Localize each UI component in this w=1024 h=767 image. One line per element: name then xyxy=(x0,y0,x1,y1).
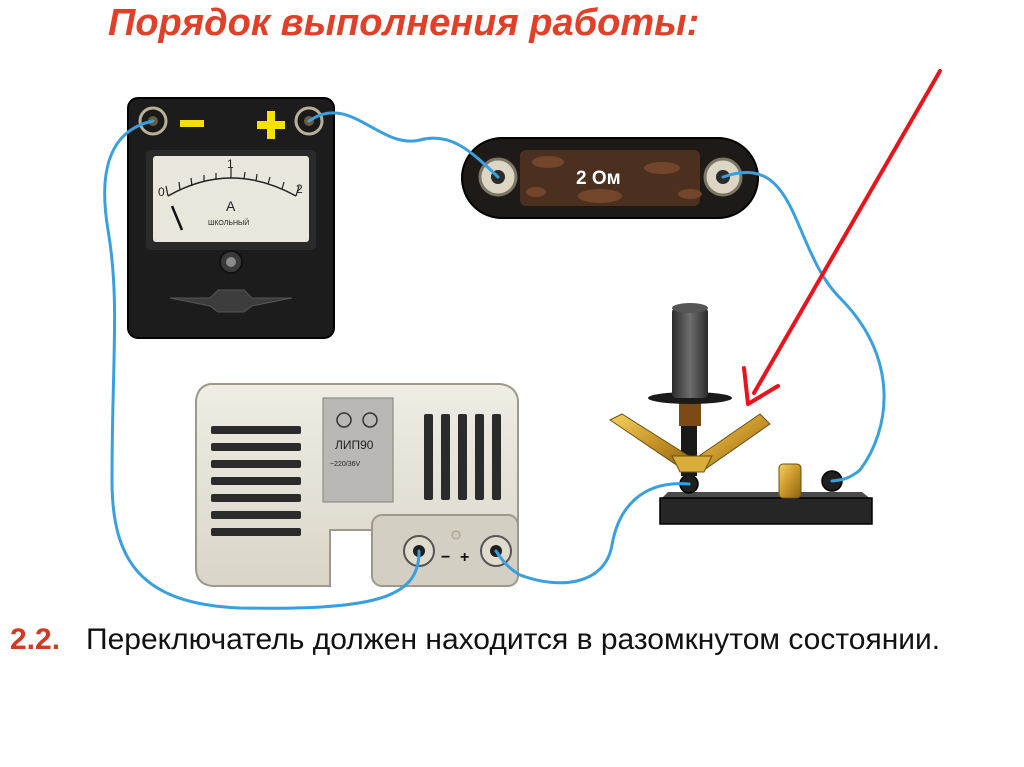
ammeter-scale-label-1: 1 xyxy=(227,157,234,171)
power-supply-model: ЛИП90 xyxy=(335,438,374,452)
power-supply-minus-label: − xyxy=(441,549,450,566)
pointer-arrow-shaft xyxy=(752,69,942,395)
switch-base xyxy=(659,497,873,525)
step-text: Переключатель должен находится в разомкн… xyxy=(86,623,941,656)
power-supply-connector-panel xyxy=(371,514,519,587)
ammeter-unit-letter: A xyxy=(226,198,236,214)
power-supply-right-vent xyxy=(424,414,501,500)
ammeter-scale-ticks xyxy=(165,168,300,197)
power-supply-label-plate xyxy=(322,397,394,503)
switch-handle-top xyxy=(672,303,708,313)
resistor-label: 2 Ом xyxy=(576,168,621,189)
power-supply-plus-label: + xyxy=(460,549,469,566)
ammeter-plus-sign xyxy=(257,111,285,139)
ammeter-scale-label-0: 0 xyxy=(158,185,165,199)
switch-insulator-sleeve xyxy=(679,398,701,426)
wire-resistor-to-switch xyxy=(721,170,886,483)
ammeter-zero-screw-head xyxy=(226,257,236,267)
ammeter-needle xyxy=(170,205,184,231)
pointer-arrow xyxy=(742,69,942,406)
power-supply-rating: ~220/36V xyxy=(330,461,360,468)
step-number: 2.2. xyxy=(10,623,61,656)
ammeter: 0 1 2 A ШКОЛЬНЫЙ xyxy=(127,97,335,339)
power-supply: ЛИП90 ~220/36V − + xyxy=(195,383,519,587)
switch-contact-clip xyxy=(778,463,802,499)
slide-title: Порядок выполнения работы: xyxy=(108,2,700,44)
wires xyxy=(103,111,886,610)
ammeter-brand-text: ШКОЛЬНЫЙ xyxy=(208,218,249,227)
switch-handle xyxy=(672,308,708,398)
power-supply-indicator-lamp xyxy=(451,530,461,540)
step-instruction: 2.2. Переключатель должен находится в раз… xyxy=(10,620,992,660)
ammeter-scale-label-2: 2 xyxy=(296,182,303,196)
wire-ammeter-to-resistor xyxy=(307,111,500,179)
ammeter-minus-sign xyxy=(180,120,204,127)
resistor-rust-texture xyxy=(526,156,702,203)
pointer-arrow-head xyxy=(742,366,780,406)
wire-switch-to-power-supply xyxy=(494,482,691,585)
power-supply-label-logo-left xyxy=(336,412,352,428)
ammeter-emblem xyxy=(169,289,293,313)
power-supply-left-vent xyxy=(211,426,301,536)
switch-blade-joint xyxy=(671,455,713,473)
resistor: 2 Ом xyxy=(461,137,759,219)
wire-power-supply-to-ammeter xyxy=(103,119,421,610)
power-supply-label-logo-right xyxy=(362,412,378,428)
